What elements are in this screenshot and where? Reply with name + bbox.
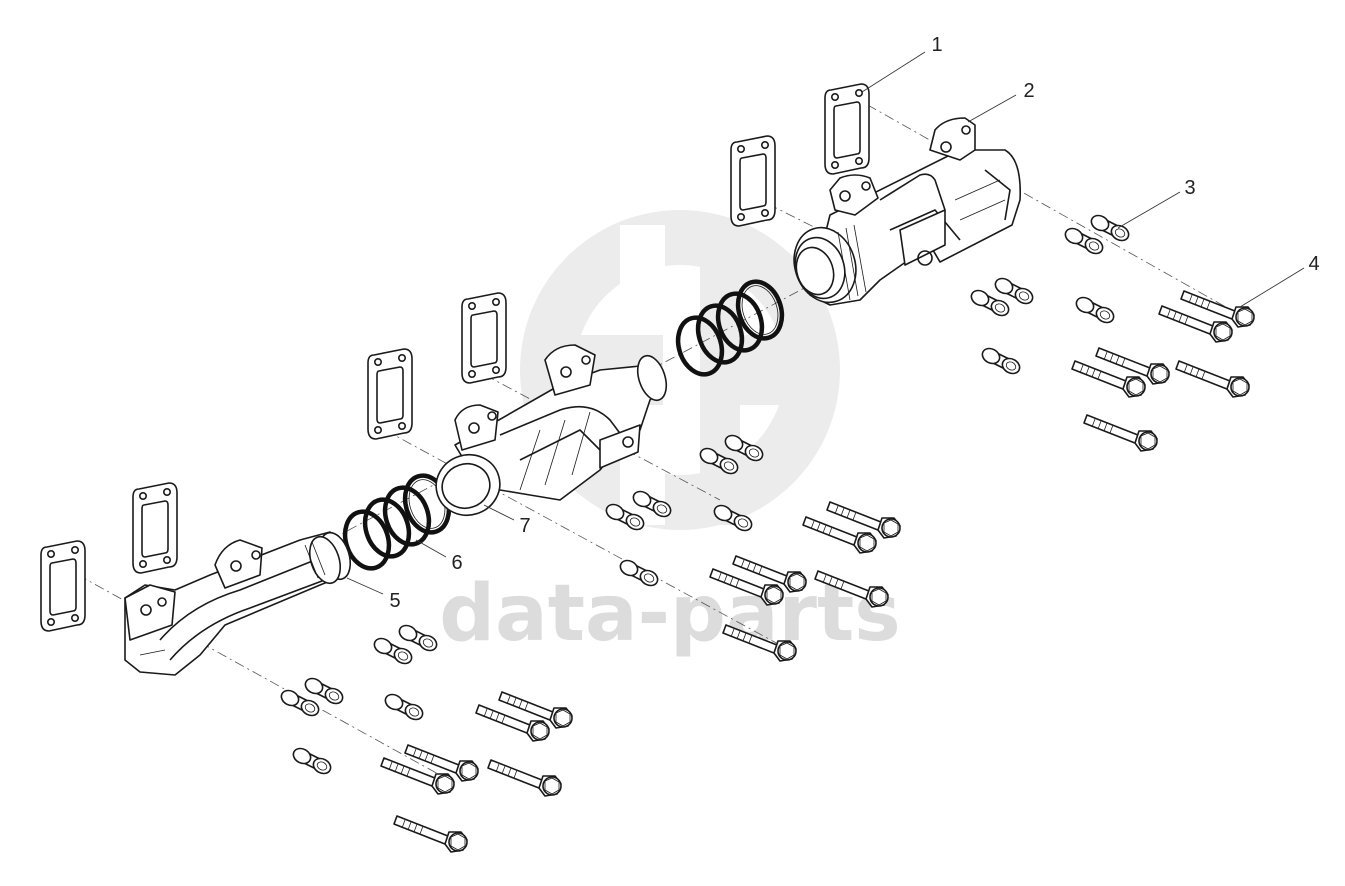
watermark-text: data-parts	[439, 569, 900, 659]
manifold-right-end	[793, 117, 1022, 306]
gasket-top-right	[824, 83, 870, 175]
gasket-center	[461, 292, 507, 384]
callout-4: 4	[1308, 253, 1319, 275]
gasket-upper-mid	[730, 135, 776, 227]
leader-lines	[346, 51, 1305, 595]
manifold-middle-section	[435, 344, 668, 516]
gasket-center-left	[367, 348, 413, 440]
gasket-lower-left	[132, 482, 178, 574]
callout-5: 5	[389, 590, 400, 612]
callout-1: 1	[931, 34, 942, 56]
callout-6: 6	[451, 552, 462, 574]
callout-7: 7	[519, 515, 530, 537]
gasket-far-left	[40, 540, 86, 632]
manifold-left-end	[124, 531, 352, 676]
callout-2: 2	[1023, 80, 1034, 102]
callout-3: 3	[1184, 177, 1195, 199]
